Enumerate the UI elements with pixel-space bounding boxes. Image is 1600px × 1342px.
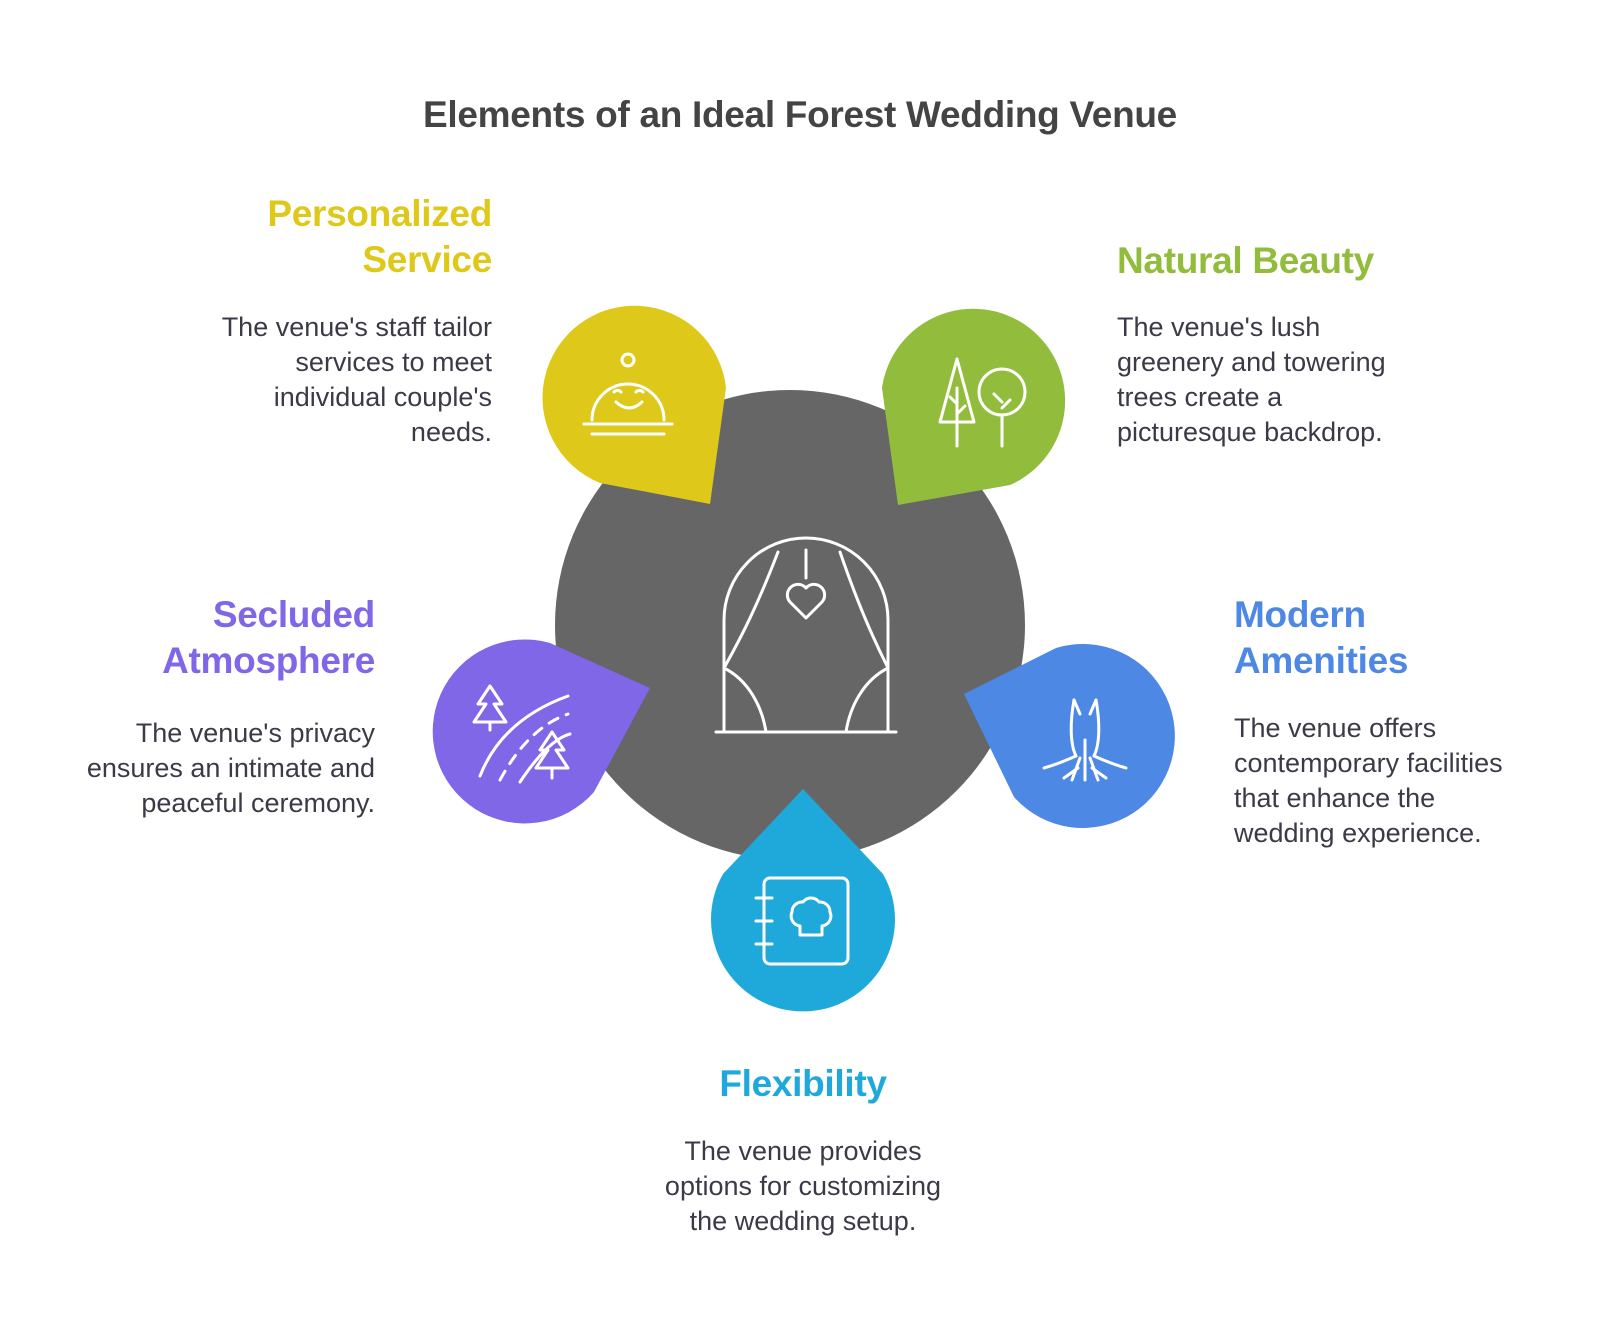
flexibility-description-line: options for customizing: [664, 1171, 942, 1201]
personalized-service-description-line: The venue's staff tailor: [221, 312, 492, 342]
modern-amenities-description-line: that enhance the: [1234, 783, 1436, 813]
recipe-book-icon: [754, 876, 850, 966]
center-circle: [555, 390, 1025, 860]
modern-amenities-description-line: contemporary facilities: [1234, 748, 1503, 778]
natural-beauty-heading: Natural Beauty: [1117, 238, 1374, 284]
modern-amenities-drop: [964, 643, 1175, 828]
personalized-service-description-line: needs.: [410, 417, 492, 447]
natural-beauty-description-line: greenery and towering: [1117, 347, 1386, 377]
modern-amenities-heading-line: Amenities: [1234, 640, 1409, 681]
natural-beauty-description-line: picturesque backdrop.: [1117, 417, 1383, 447]
natural-beauty-drop: [882, 308, 1066, 505]
secluded-atmosphere-drop: [432, 639, 650, 824]
secluded-atmosphere-description-line: The venue's privacy: [135, 718, 375, 748]
modern-amenities-description: The venue offers contemporary facilities…: [1234, 711, 1503, 851]
flexibility-heading: Flexibility: [603, 1061, 1003, 1107]
natural-beauty-description-line: trees create a: [1117, 382, 1283, 412]
secluded-atmosphere-description: The venue's privacy ensures an intimate …: [87, 716, 375, 821]
personalized-service-heading-line: Service: [362, 239, 492, 280]
flexibility-description-line: the wedding setup.: [689, 1206, 917, 1236]
personalized-service-description: The venue's staff tailor services to mee…: [222, 310, 492, 450]
flexibility-description: The venue provides options for customizi…: [603, 1134, 1003, 1239]
personalized-service-drop: [542, 305, 726, 504]
personalized-service-description-line: services to meet: [295, 347, 492, 377]
flexibility-heading-line: Flexibility: [719, 1063, 887, 1104]
modern-amenities-description-line: wedding experience.: [1234, 818, 1482, 848]
tree-roots-icon: [1042, 698, 1128, 782]
personalized-service-heading: Personalized Service: [267, 191, 492, 283]
secluded-atmosphere-description-line: ensures an intimate and: [86, 753, 375, 783]
diagram-title: Elements of an Ideal Forest Wedding Venu…: [423, 94, 1177, 135]
modern-amenities-description-line: The venue offers: [1234, 713, 1437, 743]
secluded-atmosphere-description-line: peaceful ceremony.: [141, 788, 375, 818]
natural-beauty-description: The venue's lush greenery and towering t…: [1117, 310, 1386, 450]
flexibility-description-line: The venue provides: [684, 1136, 922, 1166]
natural-beauty-description-line: The venue's lush: [1117, 312, 1321, 342]
modern-amenities-heading: Modern Amenities: [1234, 592, 1408, 684]
secluded-atmosphere-heading-line: Secluded: [212, 594, 375, 635]
secluded-atmosphere-heading: Secluded Atmosphere: [162, 592, 375, 684]
wedding-arch-heart-icon: [714, 536, 898, 734]
personalized-service-description-line: individual couple's: [273, 382, 492, 412]
natural-beauty-heading-line: Natural Beauty: [1117, 240, 1374, 281]
secluded-atmosphere-heading-line: Atmosphere: [162, 640, 375, 681]
forest-road-icon: [472, 684, 572, 784]
serving-cloche-icon: [582, 352, 674, 436]
modern-amenities-heading-line: Modern: [1234, 594, 1366, 635]
personalized-service-heading-line: Personalized: [267, 193, 492, 234]
trees-icon: [938, 357, 1027, 448]
